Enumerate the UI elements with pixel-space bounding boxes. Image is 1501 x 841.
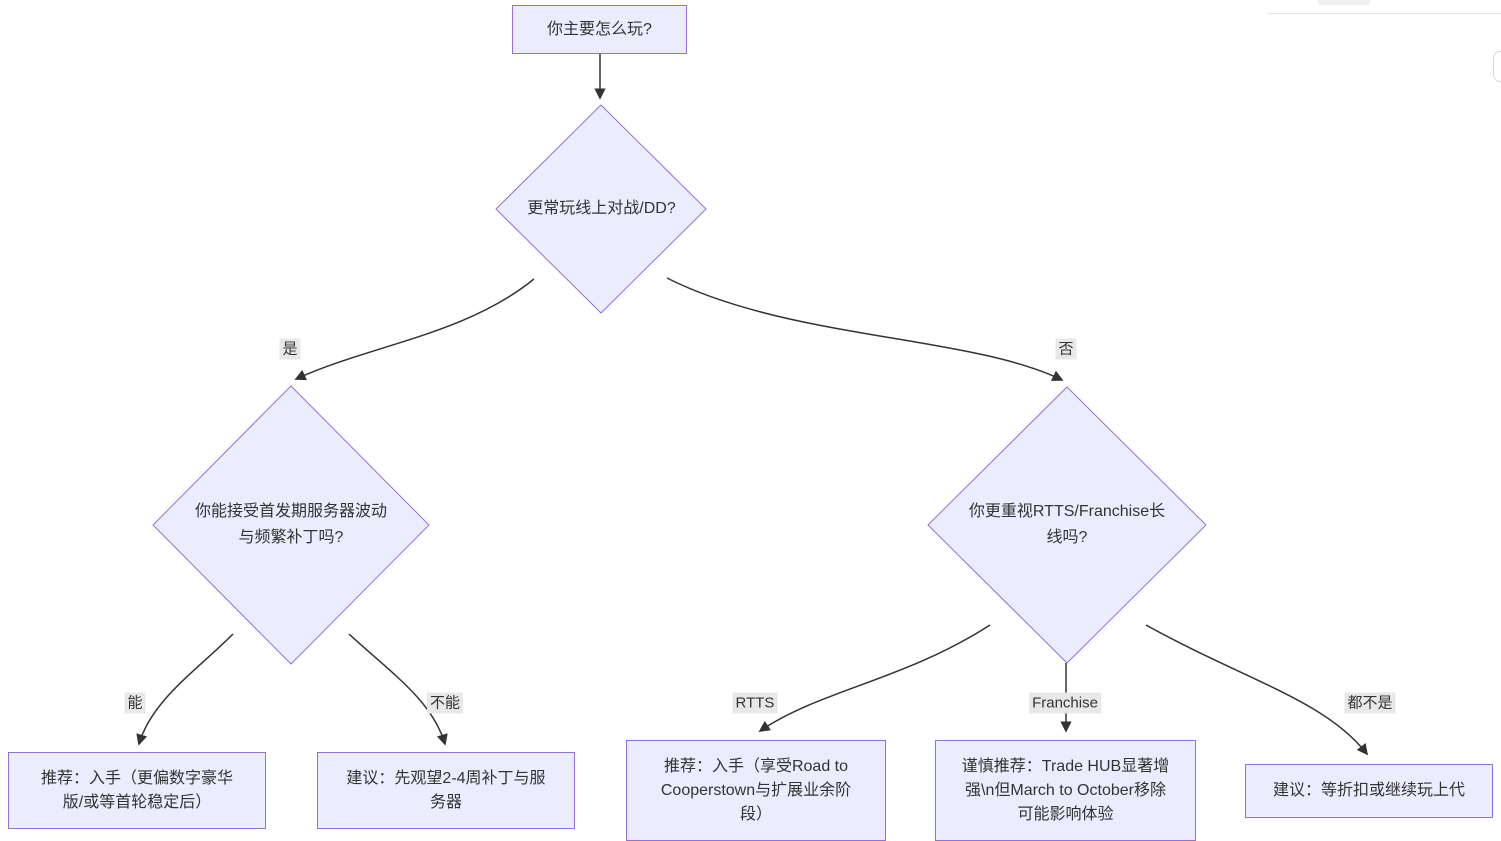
node-result-wait: 建议：先观望2-4周补丁与服 务器 (317, 752, 575, 829)
edge-no (666, 277, 1064, 381)
node-result-discount: 建议：等折扣或继续玩上代 (1245, 764, 1493, 818)
edge-label-cannot: 不能 (426, 692, 464, 714)
decision-longterm-diamond (927, 386, 1207, 664)
edge-can (136, 633, 234, 746)
edge-label-franchise: Franchise (1029, 692, 1101, 714)
node-result-buy-deluxe: 推荐：入手（更偏数字豪华 版/或等首轮稳定后） (8, 752, 266, 829)
edge-label-neither: 都不是 (1344, 692, 1396, 714)
edge-yes (294, 278, 535, 381)
edge-cannot (348, 633, 448, 746)
top-right-divider (1268, 13, 1501, 14)
floating-toolbar-edge[interactable] (1493, 51, 1501, 82)
edge-rtts (758, 624, 991, 732)
decision-online-diamond (495, 104, 707, 314)
edge-label-can: 能 (124, 692, 146, 714)
top-edge-sliver (1318, 0, 1370, 5)
decision-server-diamond (152, 385, 430, 665)
edge-neither (1145, 624, 1369, 756)
node-result-buy-rtts: 推荐：入手（享受Road to Cooperstown与扩展业余阶 段） (626, 740, 886, 841)
edge-label-no: 否 (1055, 338, 1077, 360)
edge-label-yes: 是 (279, 338, 301, 360)
node-result-cautious: 谨慎推荐：Trade HUB显著增 强\n但March to October移除… (935, 740, 1196, 841)
node-start: 你主要怎么玩? (512, 5, 687, 54)
edge-label-rtts: RTTS (732, 692, 778, 714)
